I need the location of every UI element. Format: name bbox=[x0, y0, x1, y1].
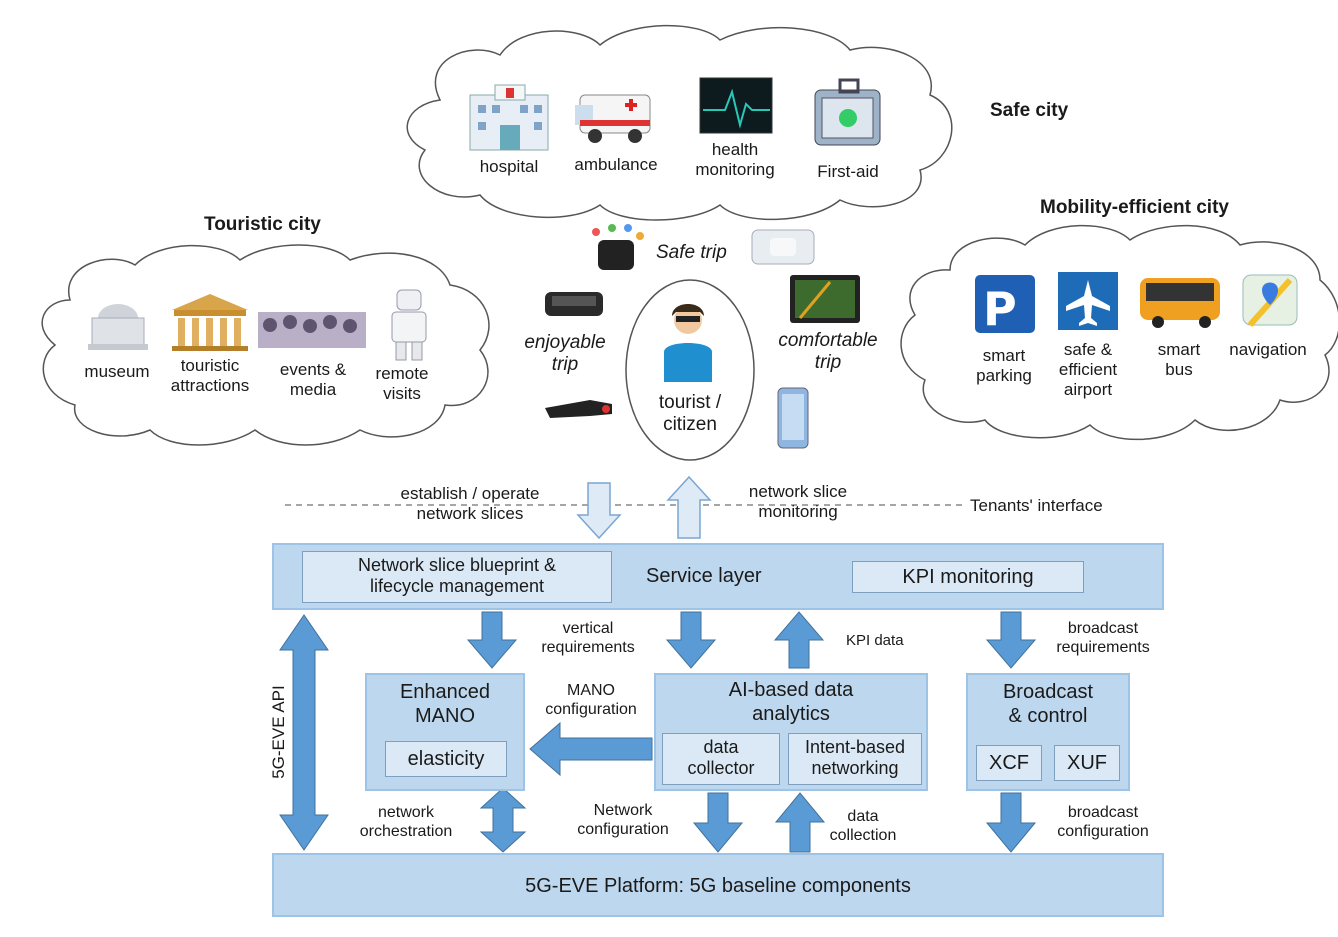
ai-analytics-block: AI-based data analytics data collector I… bbox=[654, 673, 928, 791]
broadcast-req-label: broadcast requirements bbox=[1056, 620, 1150, 656]
smartphone-icon bbox=[777, 387, 809, 449]
museum-icon bbox=[88, 304, 148, 350]
mano-config-arrow bbox=[529, 721, 653, 777]
haptic-glove-icon bbox=[545, 400, 612, 418]
touristic-city-title: Touristic city bbox=[204, 214, 321, 235]
intent-networking-box: Intent-based networking bbox=[788, 733, 922, 785]
tenants-interface-label: Tenants' interface bbox=[970, 496, 1103, 515]
safe-trip-label: Safe trip bbox=[656, 242, 727, 263]
vr-headset-icon bbox=[545, 292, 603, 316]
enjoyable-trip-label: enjoyable trip bbox=[524, 332, 606, 376]
sensor-patch-icon bbox=[751, 229, 815, 265]
monitoring-arrow bbox=[666, 475, 712, 539]
tourist-avatar-icon bbox=[664, 304, 712, 382]
airport-label: safe & efficient airport bbox=[1058, 340, 1118, 400]
ambulance-label: ambulance bbox=[574, 155, 658, 174]
mano-config-label: MANO configuration bbox=[545, 682, 637, 718]
smart-bus-label: smart bus bbox=[1157, 340, 1201, 380]
data-collection-label: data collection bbox=[829, 808, 897, 844]
kpi-monitoring-box: KPI monitoring bbox=[852, 561, 1084, 593]
broadcast-block: Broadcast & control XCF XUF bbox=[966, 673, 1130, 791]
vertical-req-arrow-1 bbox=[466, 611, 518, 669]
bus-icon bbox=[1140, 278, 1220, 328]
tablet-navigation-icon bbox=[790, 275, 860, 323]
mobility-city-title: Mobility-efficient city bbox=[1040, 197, 1229, 218]
network-config-arrow bbox=[692, 792, 744, 853]
remote-visits-label: remote visits bbox=[375, 364, 429, 404]
intent-networking-label: Intent-based networking bbox=[804, 737, 906, 779]
hospital-icon bbox=[469, 84, 549, 151]
blueprint-box: Network slice blueprint & lifecycle mana… bbox=[302, 551, 612, 603]
data-collector-box: data collector bbox=[662, 733, 780, 785]
events-media-label: events & media bbox=[279, 360, 347, 400]
enhanced-mano-block: Enhanced MANO elasticity bbox=[365, 673, 525, 791]
service-layer: Network slice blueprint & lifecycle mana… bbox=[272, 543, 1164, 610]
kpi-monitoring-label: KPI monitoring bbox=[902, 566, 1034, 588]
kpi-data-arrow bbox=[773, 611, 825, 669]
svg-text:P: P bbox=[983, 282, 1017, 336]
navigation-label: navigation bbox=[1229, 340, 1307, 359]
first-aid-kit-icon bbox=[814, 78, 881, 146]
health-monitoring-label: health monitoring bbox=[695, 140, 775, 180]
blueprint-label: Network slice blueprint & lifecycle mana… bbox=[357, 555, 557, 597]
airplane-icon bbox=[1058, 272, 1118, 330]
mobility-city-cloud bbox=[900, 224, 1338, 441]
kpi-data-label: KPI data bbox=[846, 632, 904, 649]
monitoring-label: network slice monitoring bbox=[748, 482, 848, 522]
broadcast-title: Broadcast & control bbox=[1002, 681, 1094, 727]
xuf-label: XUF bbox=[1067, 752, 1107, 774]
platform-label: 5G-EVE Platform: 5G baseline components bbox=[525, 875, 911, 897]
data-collector-label: data collector bbox=[687, 737, 755, 779]
ai-title: AI-based data analytics bbox=[728, 679, 854, 725]
smart-parking-label: smart parking bbox=[976, 346, 1032, 386]
xuf-box: XUF bbox=[1054, 745, 1120, 781]
elasticity-box: elasticity bbox=[385, 741, 507, 777]
network-config-label: Network configuration bbox=[577, 802, 669, 838]
network-orch-label: network orchestration bbox=[359, 804, 453, 840]
establish-arrow bbox=[576, 482, 622, 540]
museum-label: museum bbox=[84, 362, 150, 381]
safe-city-title: Safe city bbox=[990, 100, 1069, 121]
safe-city-cloud bbox=[406, 24, 953, 221]
comfortable-trip-label: comfortable trip bbox=[778, 330, 878, 374]
touristic-attractions-label: touristic attractions bbox=[170, 356, 250, 396]
broadcast-req-arrow bbox=[985, 611, 1037, 669]
crowd-icon bbox=[258, 312, 366, 348]
broadcast-config-label: broadcast configuration bbox=[1057, 804, 1149, 840]
vertical-req-label: vertical requirements bbox=[541, 620, 635, 656]
platform-layer: 5G-EVE Platform: 5G baseline components bbox=[272, 853, 1164, 917]
network-orch-arrow bbox=[479, 787, 527, 853]
smartwatch-icon bbox=[592, 224, 644, 270]
heart-monitor-icon bbox=[699, 77, 773, 134]
data-collection-arrow bbox=[774, 792, 826, 853]
robot-icon bbox=[391, 289, 427, 361]
service-layer-title: Service layer bbox=[646, 565, 762, 587]
first-aid-label: First-aid bbox=[817, 162, 879, 181]
establish-label: establish / operate network slices bbox=[400, 484, 540, 524]
hospital-label: hospital bbox=[479, 157, 539, 176]
temple-icon bbox=[172, 294, 248, 351]
broadcast-config-arrow bbox=[985, 792, 1037, 853]
elasticity-label: elasticity bbox=[407, 748, 485, 770]
xcf-box: XCF bbox=[976, 745, 1042, 781]
ambulance-icon bbox=[575, 94, 651, 143]
vertical-req-arrow-2 bbox=[665, 611, 717, 669]
api-arrow bbox=[279, 614, 329, 851]
api-label: 5G-EVE API bbox=[268, 685, 288, 779]
map-icon bbox=[1242, 274, 1298, 327]
tourist-citizen-label: tourist / citizen bbox=[658, 392, 722, 436]
xcf-label: XCF bbox=[989, 752, 1029, 774]
parking-icon: P bbox=[975, 275, 1035, 336]
mano-title: Enhanced MANO bbox=[399, 681, 491, 727]
